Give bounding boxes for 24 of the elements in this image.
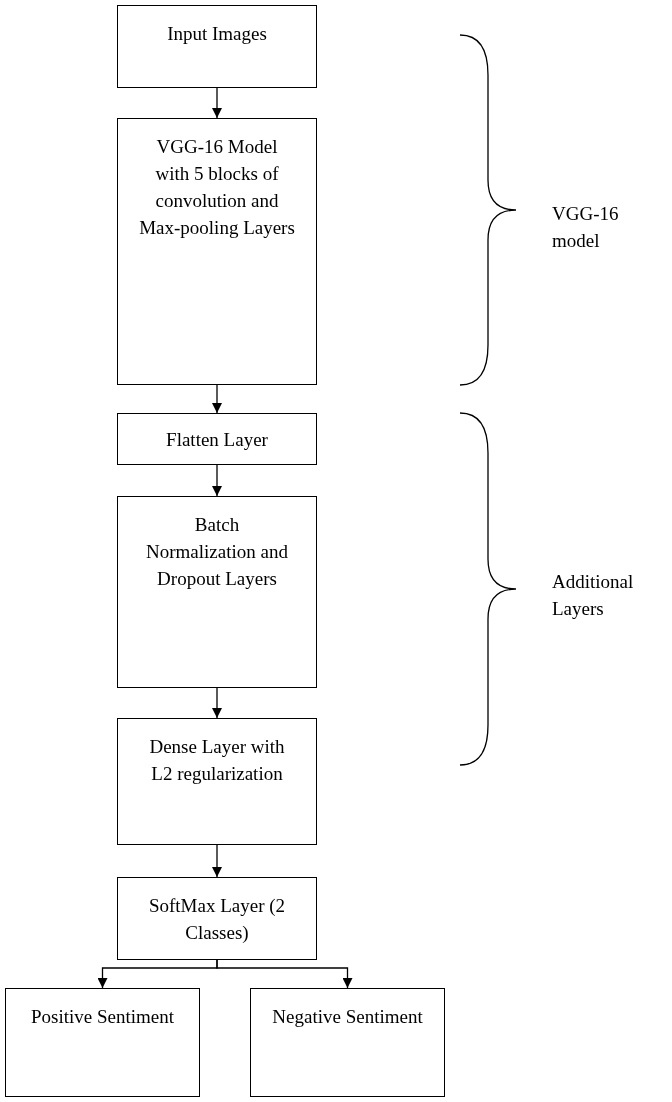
arrow bbox=[212, 464, 222, 497]
process-box bbox=[117, 877, 317, 960]
process-box bbox=[250, 988, 445, 1097]
group-label: VGG-16 model bbox=[552, 202, 620, 253]
process-box bbox=[117, 496, 317, 688]
process-box bbox=[117, 118, 317, 385]
process-box bbox=[117, 413, 317, 465]
process-box bbox=[117, 5, 317, 88]
arrow bbox=[216, 959, 353, 989]
box-text: VGG-16 Model with 5 blocks of convolution and Max-pooling Layers bbox=[138, 135, 296, 240]
arrow bbox=[212, 87, 222, 119]
box-text: Batch Normalization and Dropout Layers bbox=[145, 513, 289, 591]
process-box bbox=[117, 718, 317, 845]
process-box bbox=[5, 988, 200, 1097]
box-text: SoftMax Layer (2 Classes) bbox=[147, 894, 287, 945]
box-text: Negative Sentiment bbox=[272, 1005, 423, 1029]
box-text: Positive Sentiment bbox=[31, 1005, 174, 1029]
arrow bbox=[212, 384, 222, 414]
box-text: Flatten Layer bbox=[166, 428, 268, 452]
arrow bbox=[212, 687, 222, 719]
arrow bbox=[212, 844, 222, 878]
box-text: Input Images bbox=[167, 22, 267, 46]
group-label: Additional Layers bbox=[552, 570, 635, 621]
box-text: Dense Layer with L2 regularization bbox=[148, 735, 286, 786]
